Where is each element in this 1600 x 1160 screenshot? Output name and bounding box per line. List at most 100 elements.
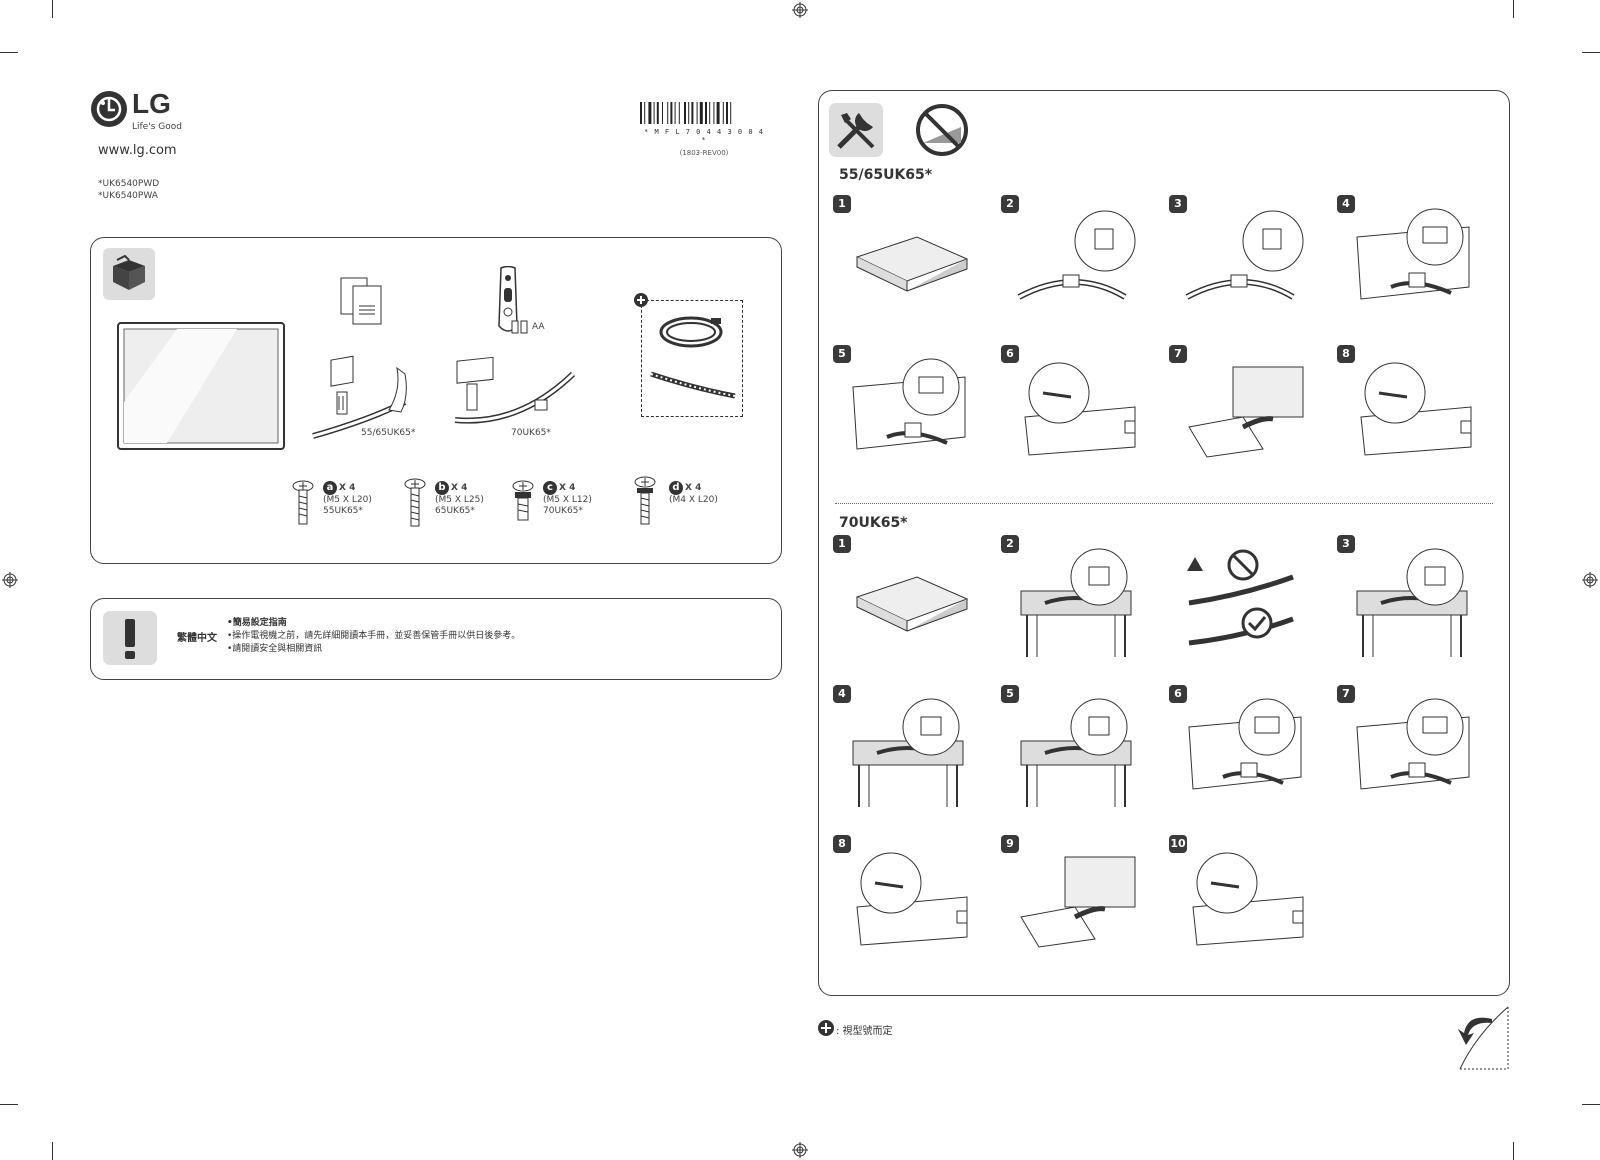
- page-turn-icon: [1458, 1006, 1509, 1070]
- revision-text: (1803-REV00): [679, 149, 729, 157]
- lg-logo-text: LG: [132, 88, 171, 119]
- step-number: 5: [833, 345, 851, 363]
- lg-face-icon: [91, 91, 127, 127]
- step-number: 8: [833, 835, 851, 853]
- screw-letter: b: [435, 481, 449, 495]
- step-illustration: [847, 357, 977, 467]
- step-number: 10: [1169, 835, 1187, 853]
- exclamation-icon: [103, 611, 157, 665]
- no-scratch-icon: [916, 104, 968, 156]
- section-divider: [835, 503, 1493, 504]
- step-illustration: [1015, 847, 1145, 957]
- lg-tagline: Life's Good: [132, 122, 182, 132]
- section-title-55-65: 55/65UK65*: [839, 167, 933, 183]
- screw-count: X 4: [559, 483, 576, 493]
- trim-mark: [52, 1142, 53, 1160]
- step-number: 6: [1169, 685, 1187, 703]
- step-illustration: [1351, 697, 1481, 807]
- step-number: 1: [833, 195, 851, 213]
- website-link[interactable]: www.lg.com: [98, 143, 177, 158]
- screw-a-icon: [292, 480, 314, 525]
- plus-icon: [818, 1020, 834, 1036]
- screw-size: (M5 X L20): [323, 495, 372, 505]
- barcode-icon: [640, 102, 732, 124]
- step-number: 7: [1169, 345, 1187, 363]
- notice-lines: •簡易設定指南 •操作電視機之前，請先詳細閱讀本手冊，並妥善保管手冊以供日後參考…: [227, 617, 520, 656]
- step-number: 4: [833, 685, 851, 703]
- trim-mark: [0, 1104, 18, 1105]
- registration-mark-icon: [792, 1142, 808, 1158]
- screw-size: (M5 X L12): [543, 495, 592, 505]
- step-illustration: [847, 847, 977, 957]
- trim-mark: [1582, 52, 1600, 53]
- screw-size: (M4 X L20): [669, 495, 718, 505]
- step-number: 5: [1001, 685, 1019, 703]
- step-illustration: [847, 207, 977, 317]
- trim-mark: [52, 0, 53, 18]
- screw-letter: c: [543, 481, 557, 495]
- step-illustration: [1351, 207, 1481, 317]
- registration-mark-icon: [2, 572, 18, 588]
- notice-line: •操作電視機之前，請先詳細閱讀本手冊，並妥善保管手冊以供日後參考。: [227, 631, 521, 641]
- stand-55-65-illustration: [312, 355, 407, 439]
- model-name: *UK6540PWA: [98, 191, 158, 201]
- step-illustration: [847, 547, 977, 657]
- notice-line: •請閱讀安全與相關資訊: [227, 644, 323, 654]
- step-number: 2: [1001, 195, 1019, 213]
- step-number: 6: [1001, 345, 1019, 363]
- registration-mark-icon: [792, 2, 808, 18]
- screw-b-icon: [404, 478, 426, 527]
- step-number: 9: [1001, 835, 1019, 853]
- manual-icon: [340, 277, 382, 325]
- screw-c-icon: [512, 480, 534, 521]
- tv-illustration: [117, 322, 285, 450]
- stand-70-illustration: [454, 356, 576, 424]
- notice-panel: 繁體中文 •簡易設定指南 •操作電視機之前，請先詳細閱讀本手冊，並妥善保管手冊以…: [90, 598, 782, 680]
- step-illustration: [1183, 207, 1313, 317]
- trim-mark: [1513, 0, 1514, 18]
- box-open-icon: [103, 248, 155, 300]
- screw-model: 55UK65*: [323, 506, 363, 516]
- battery-icon: [511, 320, 528, 334]
- power-cable-icon: [659, 316, 723, 348]
- model-list: *UK6540PWD *UK6540PWA: [98, 178, 159, 202]
- barcode-text: * M F L 7 0 4 4 3 0 0 4 *: [644, 128, 764, 144]
- stand-label-70: 70UK65*: [511, 428, 551, 438]
- optional-items-box: [641, 300, 743, 417]
- screw-model: 70UK65*: [543, 506, 583, 516]
- step-number: 3: [1169, 195, 1187, 213]
- step-illustration: [1015, 547, 1145, 657]
- screw-letter: a: [323, 481, 337, 495]
- step-illustration: [1015, 697, 1145, 807]
- notice-language: 繁體中文: [177, 633, 217, 644]
- lg-logo: LG Life's Good: [90, 88, 210, 135]
- tools-icon: [829, 103, 883, 157]
- step-illustration: [1351, 357, 1481, 467]
- step-number: 3: [1337, 535, 1355, 553]
- screw-count: X 4: [451, 483, 468, 493]
- step-illustration: [1351, 547, 1481, 657]
- screw-count: X 4: [685, 483, 702, 493]
- plus-icon: [634, 293, 648, 307]
- registration-mark-icon: [1582, 572, 1598, 588]
- barcode: * M F L 7 0 4 4 3 0 0 4 * (1803-REV00): [640, 102, 768, 157]
- step-illustration: [1183, 547, 1313, 657]
- step-number: 4: [1337, 195, 1355, 213]
- step-number: 7: [1337, 685, 1355, 703]
- screw-d-icon: [634, 476, 656, 525]
- screw-size: (M5 X L25): [435, 495, 484, 505]
- screw-count: X 4: [339, 483, 356, 493]
- step-number: 8: [1337, 345, 1355, 363]
- trim-mark: [0, 52, 18, 53]
- notice-line: •簡易設定指南: [227, 618, 287, 628]
- stand-label-55-65: 55/65UK65*: [361, 428, 416, 438]
- step-illustration: [847, 697, 977, 807]
- step-illustration: [1015, 357, 1145, 467]
- screw-model: 65UK65*: [435, 506, 475, 516]
- step-illustration: [1183, 357, 1313, 467]
